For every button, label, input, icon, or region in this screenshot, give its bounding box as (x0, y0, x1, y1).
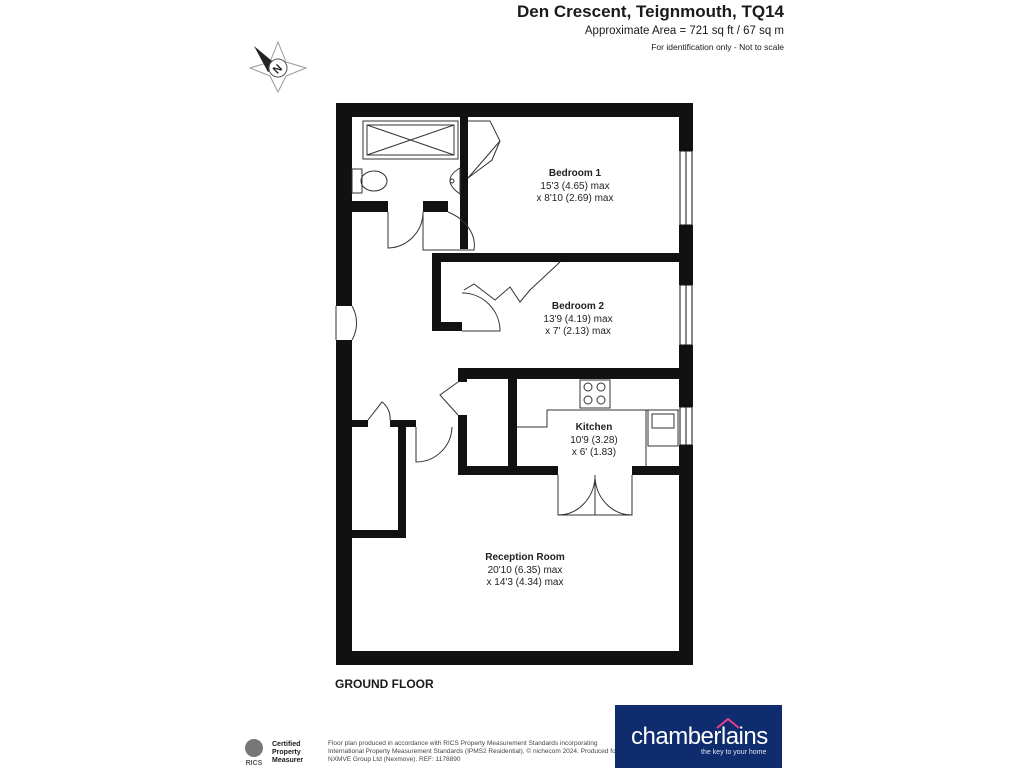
room-bedroom-2: Bedroom 2 13'9 (4.19) max x 7' (2.13) ma… (543, 301, 612, 337)
room-kitchen: Kitchen 10'9 (3.28) x 6' (1.83) (570, 422, 618, 458)
disclaimer: Floor plan produced in accordance with R… (328, 740, 618, 763)
toilet-cistern (351, 168, 363, 194)
rics-badge: RICS (240, 737, 268, 772)
room-name: Bedroom 2 (552, 301, 605, 312)
room-dimension: x 14'3 (4.34) max (487, 577, 564, 588)
agent-name: chamberlains (631, 723, 768, 750)
rics-line: Measurer (272, 757, 304, 764)
room-dimension: 13'9 (4.19) max (543, 314, 612, 325)
plan-title: Den Crescent, Teignmouth, TQ14 (516, 2, 784, 21)
agent-tagline: the key to your home (701, 749, 767, 756)
room-bedroom-1: Bedroom 1 15'3 (4.65) max x 8'10 (2.69) … (537, 168, 614, 204)
kitchen-fixtures (517, 379, 679, 466)
basin (449, 167, 461, 195)
doors (335, 120, 633, 516)
room-dimension: x 7' (2.13) max (545, 326, 611, 337)
agent-logo: chamberlains the key to your home (615, 705, 782, 768)
room-name: Bedroom 1 (549, 168, 602, 179)
walls (336, 103, 693, 665)
room-dimension: 10'9 (3.28) (570, 435, 618, 446)
approximate-area: Approximate Area = 721 sq ft / 67 sq m (584, 25, 784, 37)
toilet (360, 170, 388, 192)
shower-tray (362, 120, 459, 160)
room-dimension: x 6' (1.83) (572, 447, 616, 458)
floor-plan: N (248, 40, 693, 665)
compass-icon: N (248, 40, 308, 94)
floor-label: GROUND FLOOR (335, 677, 434, 691)
room-dimension: 20'10 (6.35) max (488, 565, 563, 576)
bathroom-fixtures (351, 120, 461, 195)
room-reception: Reception Room 20'10 (6.35) max x 14'3 (… (485, 552, 565, 588)
rics-badge-text: RICS (246, 760, 263, 767)
room-dimension: x 8'10 (2.69) max (537, 193, 614, 204)
room-dimension: 15'3 (4.65) max (540, 181, 609, 192)
rics-line: Certified (272, 741, 301, 748)
room-name: Reception Room (485, 552, 565, 563)
sink (647, 409, 679, 447)
rics-certified-text: Certified Property Measurer (272, 741, 303, 765)
rics-line: Property (272, 749, 301, 756)
scale-note: For identification only - Not to scale (651, 42, 784, 52)
roof-icon (716, 717, 740, 729)
windows (679, 150, 693, 446)
hob (579, 379, 611, 409)
room-name: Kitchen (576, 422, 613, 433)
